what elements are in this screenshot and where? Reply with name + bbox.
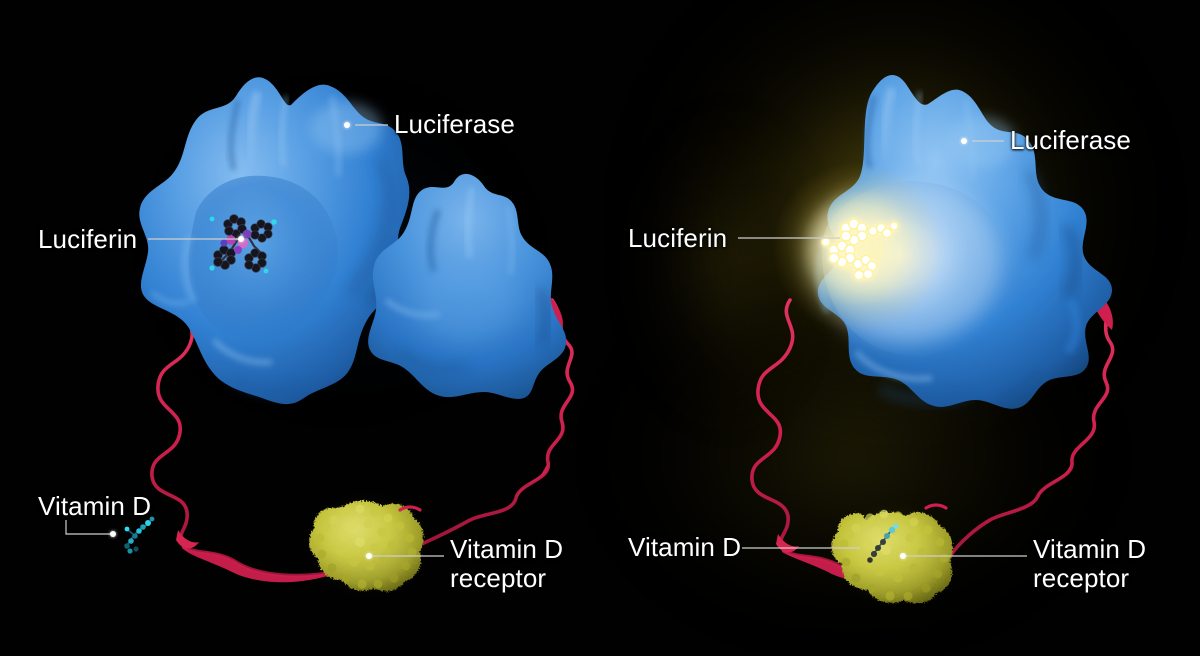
leader-dot-vdr-left xyxy=(366,553,372,559)
luciferase-lobe-a-left xyxy=(139,77,410,405)
panel-left-inactive xyxy=(65,77,575,592)
label-luciferin-left: Luciferin xyxy=(38,224,138,254)
luciferin-molecule-right xyxy=(772,162,944,334)
leader-dot-vdr-right xyxy=(900,553,906,559)
leader-dot-vitamin-d-left xyxy=(110,531,116,537)
leader-lines-left xyxy=(65,124,444,557)
label-luciferase-right: Luciferase xyxy=(1010,125,1131,155)
label-vdr-left-line1: Vitamin D xyxy=(450,534,564,564)
label-luciferase-left: Luciferase xyxy=(394,109,515,139)
label-luciferin-right: Luciferin xyxy=(628,223,728,253)
vitamin-d-receptor-left xyxy=(309,500,424,592)
label-vitamin-d-left: Vitamin D xyxy=(38,491,152,521)
leader-lines-right xyxy=(738,140,1027,557)
leader-dot-luciferin-left xyxy=(238,236,244,242)
label-vdr-left-line2: receptor xyxy=(450,562,547,593)
label-vdr-right-line1: Vitamin D xyxy=(1033,534,1147,564)
label-vitamin-d-receptor-right: Vitamin D receptor xyxy=(1033,535,1200,592)
luciferin-molecule-left xyxy=(209,214,277,274)
panel-right-active xyxy=(738,74,1115,604)
leader-dot-luciferase-left xyxy=(344,122,350,128)
label-vitamin-d-right: Vitamin D xyxy=(628,532,742,562)
vitamin-d-molecule-left xyxy=(124,516,155,554)
luciferase-lobe-b-left xyxy=(368,173,567,399)
vitamin-d-receptor-right xyxy=(831,503,953,604)
label-vdr-right-line2: receptor xyxy=(1033,562,1130,593)
leader-dot-luciferase-right xyxy=(961,138,967,144)
label-vitamin-d-receptor-left: Vitamin D receptor xyxy=(450,535,620,592)
